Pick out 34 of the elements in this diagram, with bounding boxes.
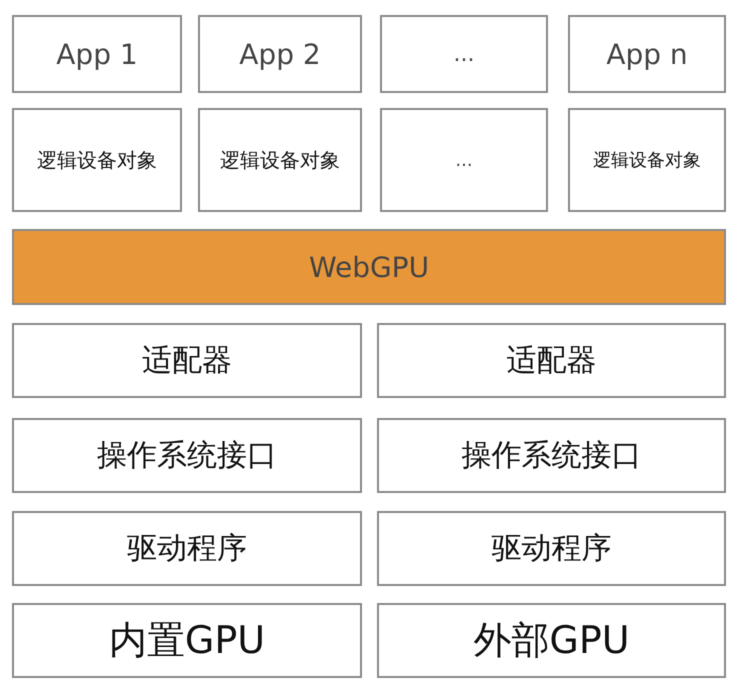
layer-box [12,511,362,586]
box-label: 外部GPU [473,617,630,664]
box-label: 驱动程序 [492,530,612,568]
box-label: WebGPU [308,250,430,284]
app-box [198,15,362,93]
box-label: 驱动程序 [127,530,247,568]
webgpu-band [12,229,726,305]
box-label: 操作系统接口 [97,437,277,475]
gpu-box [12,603,362,678]
box-label: 内置GPU [108,617,266,664]
device-box [568,108,726,212]
layer-box [377,511,726,586]
device-box [12,108,182,212]
box-label: 操作系统接口 [462,437,642,475]
box-label: 逻辑设备对象 [37,146,157,174]
app-box [12,15,182,93]
device-box [380,108,548,212]
layer-box [12,323,362,398]
box-label: App 2 [239,38,321,70]
layer-box [12,418,362,493]
box-label: 逻辑设备对象 [593,149,701,172]
box-label: ... [455,150,473,170]
box-label: 逻辑设备对象 [220,146,340,174]
box-label: 适配器 [142,342,232,380]
layer-box [377,418,726,493]
gpu-box [377,603,726,678]
device-box [198,108,362,212]
box-label: ... [454,42,474,66]
app-box [568,15,726,93]
box-label: App 1 [56,38,138,70]
app-box [380,15,548,93]
box-label: 适配器 [506,342,596,380]
box-label: App n [606,38,688,70]
layer-box [377,323,726,398]
